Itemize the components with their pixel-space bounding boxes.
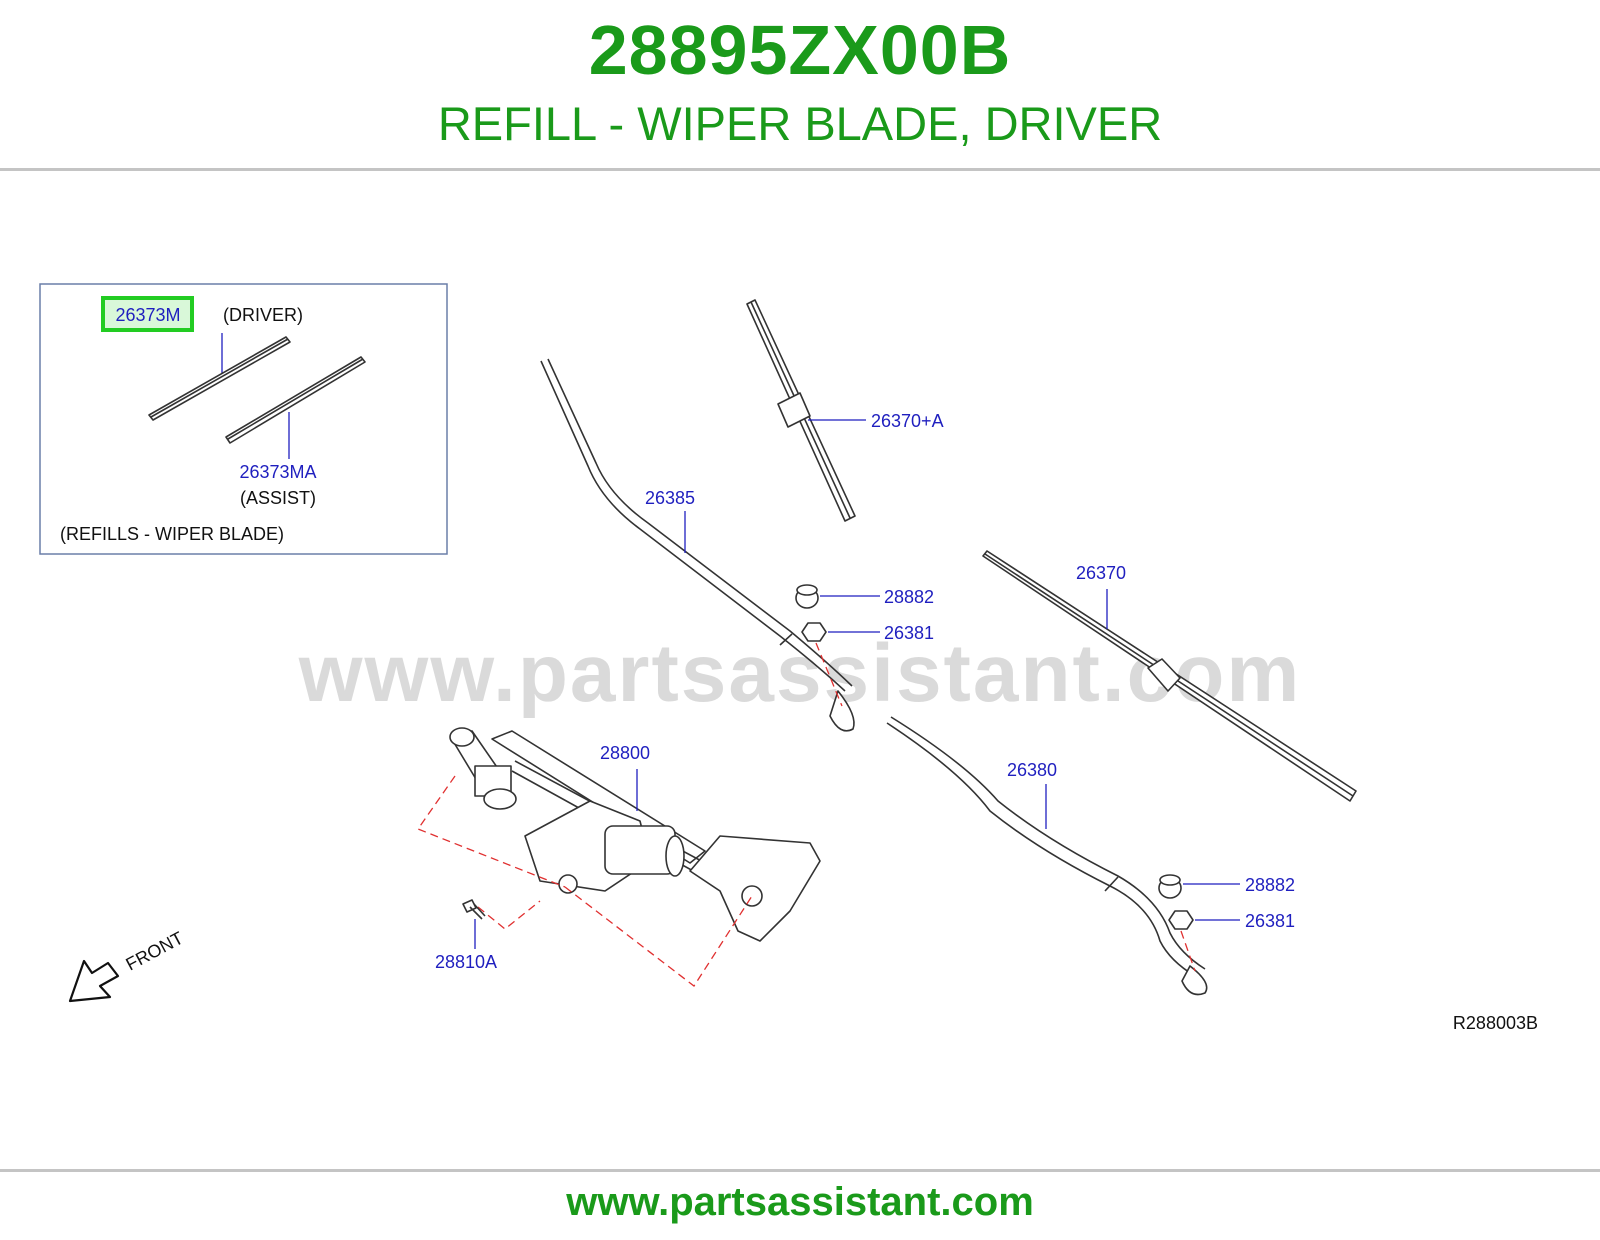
wiper-arm-assist[interactable] — [886, 716, 1208, 996]
dash-mount-left — [416, 775, 566, 888]
header-divider — [0, 168, 1600, 171]
pivot-nut-driver[interactable] — [801, 622, 827, 642]
callout-26373m[interactable]: 26373M — [115, 305, 180, 325]
callout-26373ma[interactable]: 26373MA — [239, 462, 316, 482]
dash-assist-pivot — [1180, 930, 1196, 972]
callout-28882-assist[interactable]: 28882 — [1245, 875, 1295, 895]
part-number: 28895ZX00B — [588, 11, 1012, 89]
callout-28882-driver[interactable]: 28882 — [884, 587, 934, 607]
callout-28800[interactable]: 28800 — [600, 743, 650, 763]
callout-26380[interactable]: 26380 — [1007, 760, 1057, 780]
front-arrow: FRONT — [68, 928, 187, 1003]
parts-diagram: www.partsassistant.com 26373M (DRIVER) 2… — [0, 171, 1600, 1167]
front-label: FRONT — [122, 928, 186, 975]
part-title: REFILL - WIPER BLADE, DRIVER — [437, 97, 1163, 150]
highlight-box — [101, 296, 194, 332]
callout-26381-driver[interactable]: 26381 — [884, 623, 934, 643]
footer-url[interactable]: www.partsassistant.com — [566, 1180, 1034, 1224]
dash-driver-pivot — [815, 642, 843, 707]
pivot-nut-assist[interactable] — [1168, 910, 1194, 930]
dash-bolt — [477, 900, 541, 930]
callout-26381-assist[interactable]: 26381 — [1245, 911, 1295, 931]
driver-label: (DRIVER) — [223, 305, 303, 325]
refills-inset: 26373M (DRIVER) 26373MA (ASSIST) (REFILL… — [39, 283, 448, 555]
wiper-arm-driver[interactable] — [540, 358, 855, 732]
mounting-bolt[interactable] — [462, 899, 486, 920]
inset-caption: (REFILLS - WIPER BLADE) — [60, 524, 284, 544]
page-header: 28895ZX00B REFILL - WIPER BLADE, DRIVER — [0, 0, 1600, 168]
watermark: www.partsassistant.com — [298, 628, 1302, 719]
wiper-blade-upper[interactable] — [746, 299, 856, 522]
dash-mount-right — [564, 886, 753, 987]
callout-26370a[interactable]: 26370+A — [871, 411, 944, 431]
callout-26385[interactable]: 26385 — [645, 488, 695, 508]
refill-assist-edge — [227, 358, 364, 440]
callout-28810a[interactable]: 28810A — [435, 952, 497, 972]
pivot-cap-driver[interactable] — [795, 584, 819, 609]
refill-driver-edge — [150, 338, 289, 418]
front-arrow-icon — [68, 959, 120, 1003]
highlight-fill — [105, 300, 190, 328]
footer-divider — [0, 1169, 1600, 1172]
parts-diagram-svg: www.partsassistant.com 26373M (DRIVER) 2… — [39, 283, 1538, 1033]
diagram-code: R288003B — [1453, 1013, 1538, 1033]
assist-label: (ASSIST) — [240, 488, 316, 508]
inset-frame — [39, 283, 448, 555]
pivot-cap-assist[interactable] — [1158, 874, 1182, 899]
callout-26370[interactable]: 26370 — [1076, 563, 1126, 583]
wiper-linkage-motor[interactable] — [449, 727, 821, 942]
wiper-blade-long[interactable] — [982, 550, 1357, 802]
